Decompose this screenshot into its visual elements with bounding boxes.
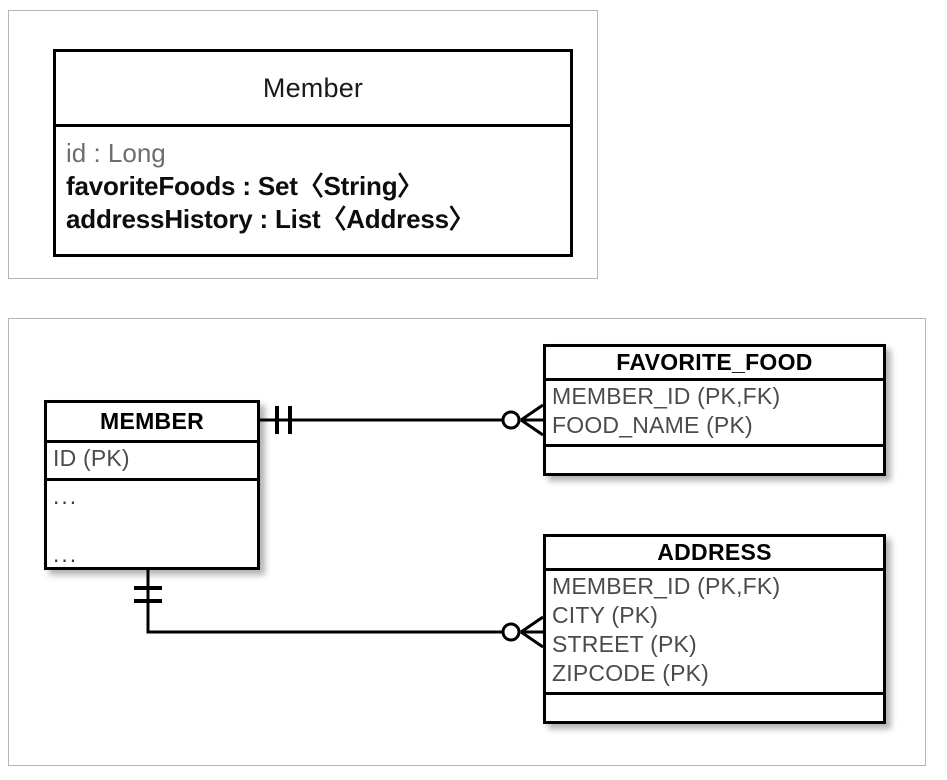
er-table-member-title: MEMBER (47, 403, 257, 443)
uml-attribute-list: id : Long favoriteFoods : Set〈String〉 ad… (56, 127, 570, 236)
uml-class-member[interactable]: Member id : Long favoriteFoods : Set〈Str… (53, 49, 573, 257)
er-table-address[interactable]: ADDRESS MEMBER_ID (PK,FK) CITY (PK) STRE… (543, 534, 886, 724)
er-table-favorite-food-title: FAVORITE_FOOD (546, 347, 883, 381)
uml-diagram-panel: Member id : Long favoriteFoods : Set〈Str… (8, 10, 598, 279)
er-field-member-id: ID (PK) (53, 445, 130, 471)
er-field-favorite-food-member-id: MEMBER_ID (PK,FK) (552, 383, 781, 409)
er-field-member-gap (53, 511, 257, 540)
er-field-member-ellipsis-2: ... (53, 541, 79, 567)
uml-attribute-id: id : Long (66, 138, 166, 168)
er-table-member-pk-section: ID (PK) (47, 443, 257, 481)
uml-class-title: Member (56, 52, 570, 127)
er-table-favorite-food-columns: MEMBER_ID (PK,FK) FOOD_NAME (PK) (546, 381, 883, 447)
er-field-address-zipcode: ZIPCODE (PK) (552, 660, 710, 686)
uml-attribute-address-history: addressHistory : List〈Address〉 (66, 204, 475, 234)
er-field-favorite-food-food-name: FOOD_NAME (PK) (552, 412, 753, 438)
er-table-member[interactable]: MEMBER ID (PK) ... ... ... (44, 400, 260, 570)
er-table-address-columns: MEMBER_ID (PK,FK) CITY (PK) STREET (PK) … (546, 571, 883, 695)
uml-attribute-favorite-foods: favoriteFoods : Set〈String〉 (66, 171, 424, 201)
er-field-address-street: STREET (PK) (552, 631, 697, 657)
er-field-member-ellipsis-1: ... (53, 483, 79, 509)
er-field-address-member-id: MEMBER_ID (PK,FK) (552, 573, 781, 599)
er-table-favorite-food-empty-section (546, 447, 883, 473)
er-table-favorite-food[interactable]: FAVORITE_FOOD MEMBER_ID (PK,FK) FOOD_NAM… (543, 344, 886, 476)
er-table-address-empty-section (546, 695, 883, 721)
er-table-member-other-section: ... ... ... (47, 481, 257, 567)
er-field-address-city: CITY (PK) (552, 602, 659, 628)
er-table-address-title: ADDRESS (546, 537, 883, 571)
